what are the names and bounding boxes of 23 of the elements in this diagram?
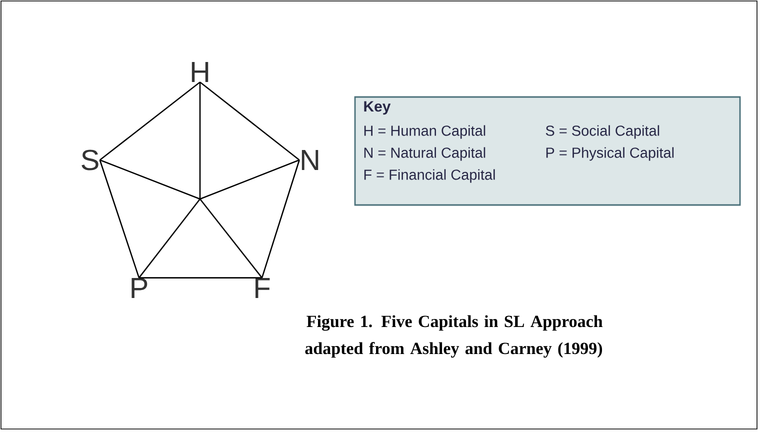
line (99, 82, 200, 160)
vertex-letter: S (82, 150, 98, 170)
line (200, 159, 300, 200)
line (138, 198, 201, 278)
vertex-letter: F (256, 278, 270, 298)
key-entry: H = Human Capital (364, 125, 486, 139)
key-entry: N = Natural Capital (364, 147, 486, 161)
key-box (354, 96, 741, 206)
line (100, 159, 200, 200)
vertex-letter: H (192, 62, 208, 82)
key-entry: S = Social Capital (546, 125, 660, 139)
line (200, 82, 300, 160)
line (139, 277, 262, 278)
line (261, 160, 300, 278)
caption: Figure 1. Five Capitals in SL Approach adapted from Ashley and Carney (1999) (305, 315, 603, 358)
vertex-letter: N (302, 150, 318, 170)
key-entry: P = Physical Capital (546, 147, 674, 161)
key-entry: F = Financial Capital (364, 169, 495, 183)
line (199, 198, 263, 278)
line (199, 82, 201, 199)
vertex-letter: P (132, 278, 148, 298)
key-heading: Key (364, 101, 391, 115)
line (99, 160, 140, 278)
